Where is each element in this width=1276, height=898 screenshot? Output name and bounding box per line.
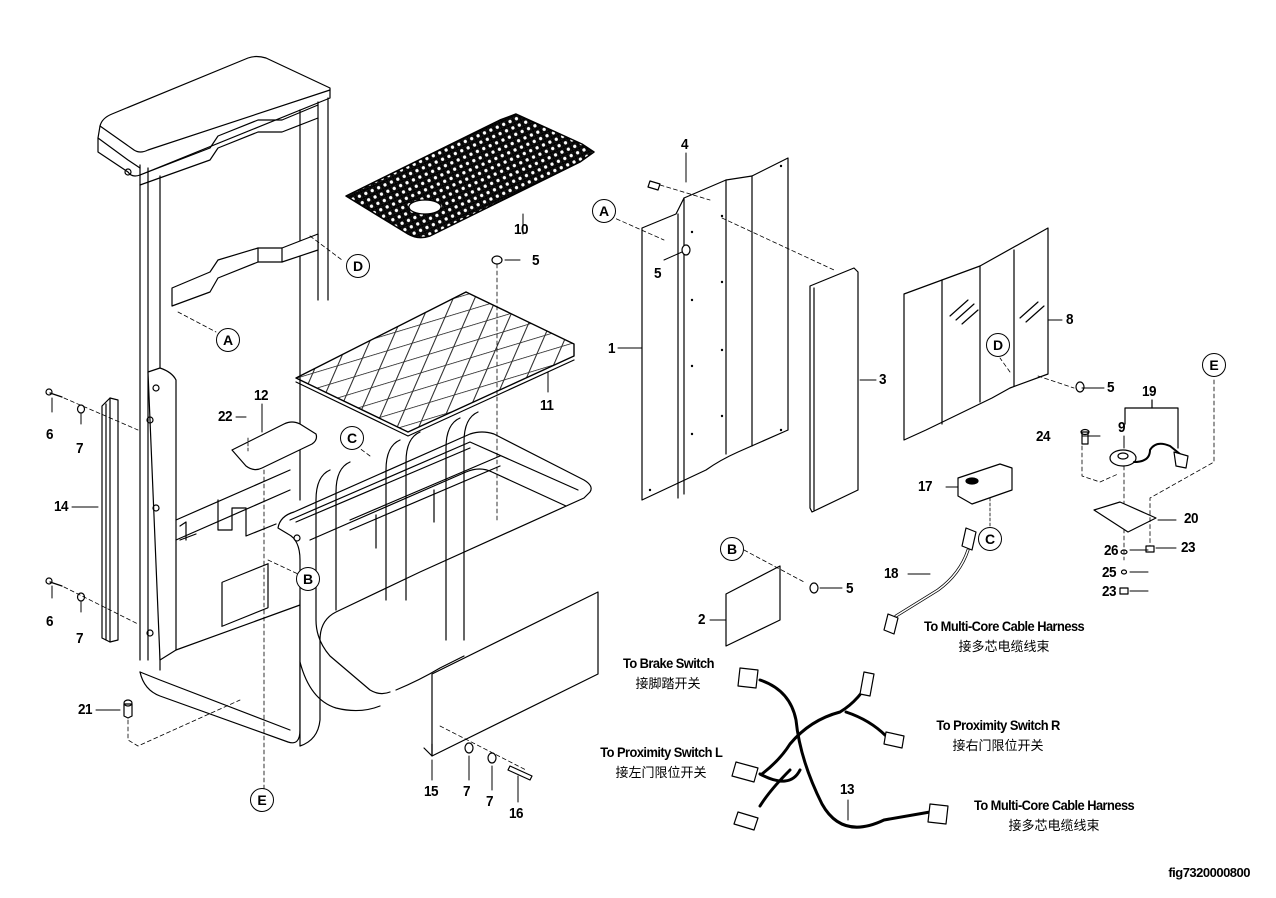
callout-part-9: 9 bbox=[1118, 419, 1126, 436]
note-brake-switch-zh: 接脚踏开关 bbox=[635, 677, 701, 692]
ref-circle-E-sensor: E bbox=[1202, 353, 1226, 377]
callout-part-7-panel-a: 7 bbox=[463, 783, 471, 800]
callout-part-25: 25 bbox=[1102, 564, 1117, 581]
callout-part-18: 18 bbox=[884, 565, 899, 582]
callout-leaders bbox=[51, 152, 1177, 821]
ref-circle-C-switch: C bbox=[978, 527, 1002, 551]
figure-id: fig7320000800 bbox=[1168, 865, 1250, 880]
part-15-panel bbox=[423, 591, 599, 781]
callout-part-5-panel: 5 bbox=[654, 265, 662, 282]
note-proximity-switch-r-en: To Proximity Switch R bbox=[936, 717, 1060, 733]
part-13-harness bbox=[731, 667, 949, 831]
callout-part-6-lower: 6 bbox=[46, 613, 54, 630]
part-9-sensor bbox=[1109, 442, 1189, 561]
part-24-bolt bbox=[1080, 428, 1119, 483]
ref-circle-D-frame: D bbox=[346, 254, 370, 278]
callout-part-14: 14 bbox=[54, 498, 69, 515]
note-proximity-switch-l-zh: 接左门限位开关 bbox=[615, 766, 707, 781]
callout-part-13: 13 bbox=[840, 781, 855, 798]
part-14-strip bbox=[101, 397, 119, 643]
part-2-cover bbox=[725, 549, 819, 647]
callout-part-19: 19 bbox=[1142, 383, 1157, 400]
part-19-bracket bbox=[1124, 399, 1179, 449]
note-proximity-switch-l: To Proximity Switch L 接左门限位开关 bbox=[586, 743, 736, 783]
callout-part-26: 26 bbox=[1104, 542, 1119, 559]
callout-part-1: 1 bbox=[608, 340, 616, 357]
note-brake-switch-en: To Brake Switch bbox=[622, 655, 715, 671]
callout-part-7-lower: 7 bbox=[76, 630, 84, 647]
callout-part-24: 24 bbox=[1036, 428, 1051, 445]
note-proximity-switch-l-en: To Proximity Switch L bbox=[599, 744, 723, 760]
callout-part-5-side: 5 bbox=[1107, 379, 1115, 396]
note-proximity-switch-r-zh: 接右门限位开关 bbox=[952, 739, 1044, 754]
part-8-panel bbox=[903, 227, 1085, 441]
part-17-switch-box bbox=[957, 463, 1013, 529]
ref-circle-B-frame: B bbox=[296, 567, 320, 591]
callout-part-22: 22 bbox=[218, 408, 233, 425]
note-proximity-switch-r: To Proximity Switch R 接右门限位开关 bbox=[918, 716, 1078, 756]
part-1-panel bbox=[609, 157, 835, 501]
callout-part-6-upper: 6 bbox=[46, 426, 54, 443]
callout-part-12: 12 bbox=[254, 387, 269, 404]
callout-part-10: 10 bbox=[514, 221, 529, 238]
note-brake-switch: To Brake Switch 接脚踏开关 bbox=[612, 654, 724, 694]
callout-part-15: 15 bbox=[424, 783, 439, 800]
callout-part-7-upper: 7 bbox=[76, 440, 84, 457]
note-multicore-harness-18: To Multi-Core Cable Harness 接多芯电缆线束 bbox=[904, 617, 1104, 657]
callout-part-23-bottom: 23 bbox=[1102, 583, 1117, 600]
ref-circle-A-frame: A bbox=[216, 328, 240, 352]
part-20-plate bbox=[1093, 379, 1215, 595]
note-multicore-harness-18-en: To Multi-Core Cable Harness bbox=[923, 618, 1085, 634]
ref-circle-C-frame: C bbox=[340, 426, 364, 450]
ref-circle-B-cover: B bbox=[720, 537, 744, 561]
callout-part-5-grid: 5 bbox=[532, 252, 540, 269]
frame-assembly bbox=[97, 55, 331, 744]
callout-part-17: 17 bbox=[918, 478, 933, 495]
ref-circle-D-panel: D bbox=[986, 333, 1010, 357]
callout-part-3: 3 bbox=[879, 371, 887, 388]
part-12-plate bbox=[231, 421, 318, 791]
part-18-cable bbox=[883, 527, 977, 635]
note-multicore-harness-13: To Multi-Core Cable Harness 接多芯电缆线束 bbox=[954, 796, 1154, 836]
note-multicore-harness-18-zh: 接多芯电缆线束 bbox=[958, 640, 1050, 655]
note-multicore-harness-13-zh: 接多芯电缆线束 bbox=[1008, 819, 1100, 834]
ref-circle-E-frame: E bbox=[250, 788, 274, 812]
front-u-frame bbox=[277, 411, 592, 747]
callout-part-8: 8 bbox=[1066, 311, 1074, 328]
callout-part-23-side: 23 bbox=[1181, 539, 1196, 556]
ref-circle-A-panel: A bbox=[592, 199, 616, 223]
fasteners-left bbox=[45, 388, 241, 747]
callout-part-20: 20 bbox=[1184, 510, 1199, 527]
callout-part-7-panel-b: 7 bbox=[486, 793, 494, 810]
part-10-mat bbox=[345, 113, 595, 239]
part-11-grid bbox=[295, 291, 575, 437]
note-multicore-harness-13-en: To Multi-Core Cable Harness bbox=[973, 797, 1135, 813]
callout-part-11: 11 bbox=[540, 397, 554, 414]
part-3-strip bbox=[809, 267, 859, 513]
callout-part-4: 4 bbox=[681, 136, 689, 153]
callout-part-21: 21 bbox=[78, 701, 93, 718]
callout-part-5-cover: 5 bbox=[846, 580, 854, 597]
callout-part-2: 2 bbox=[698, 611, 706, 628]
callout-part-16: 16 bbox=[509, 805, 524, 822]
screw-5-top bbox=[491, 255, 503, 521]
